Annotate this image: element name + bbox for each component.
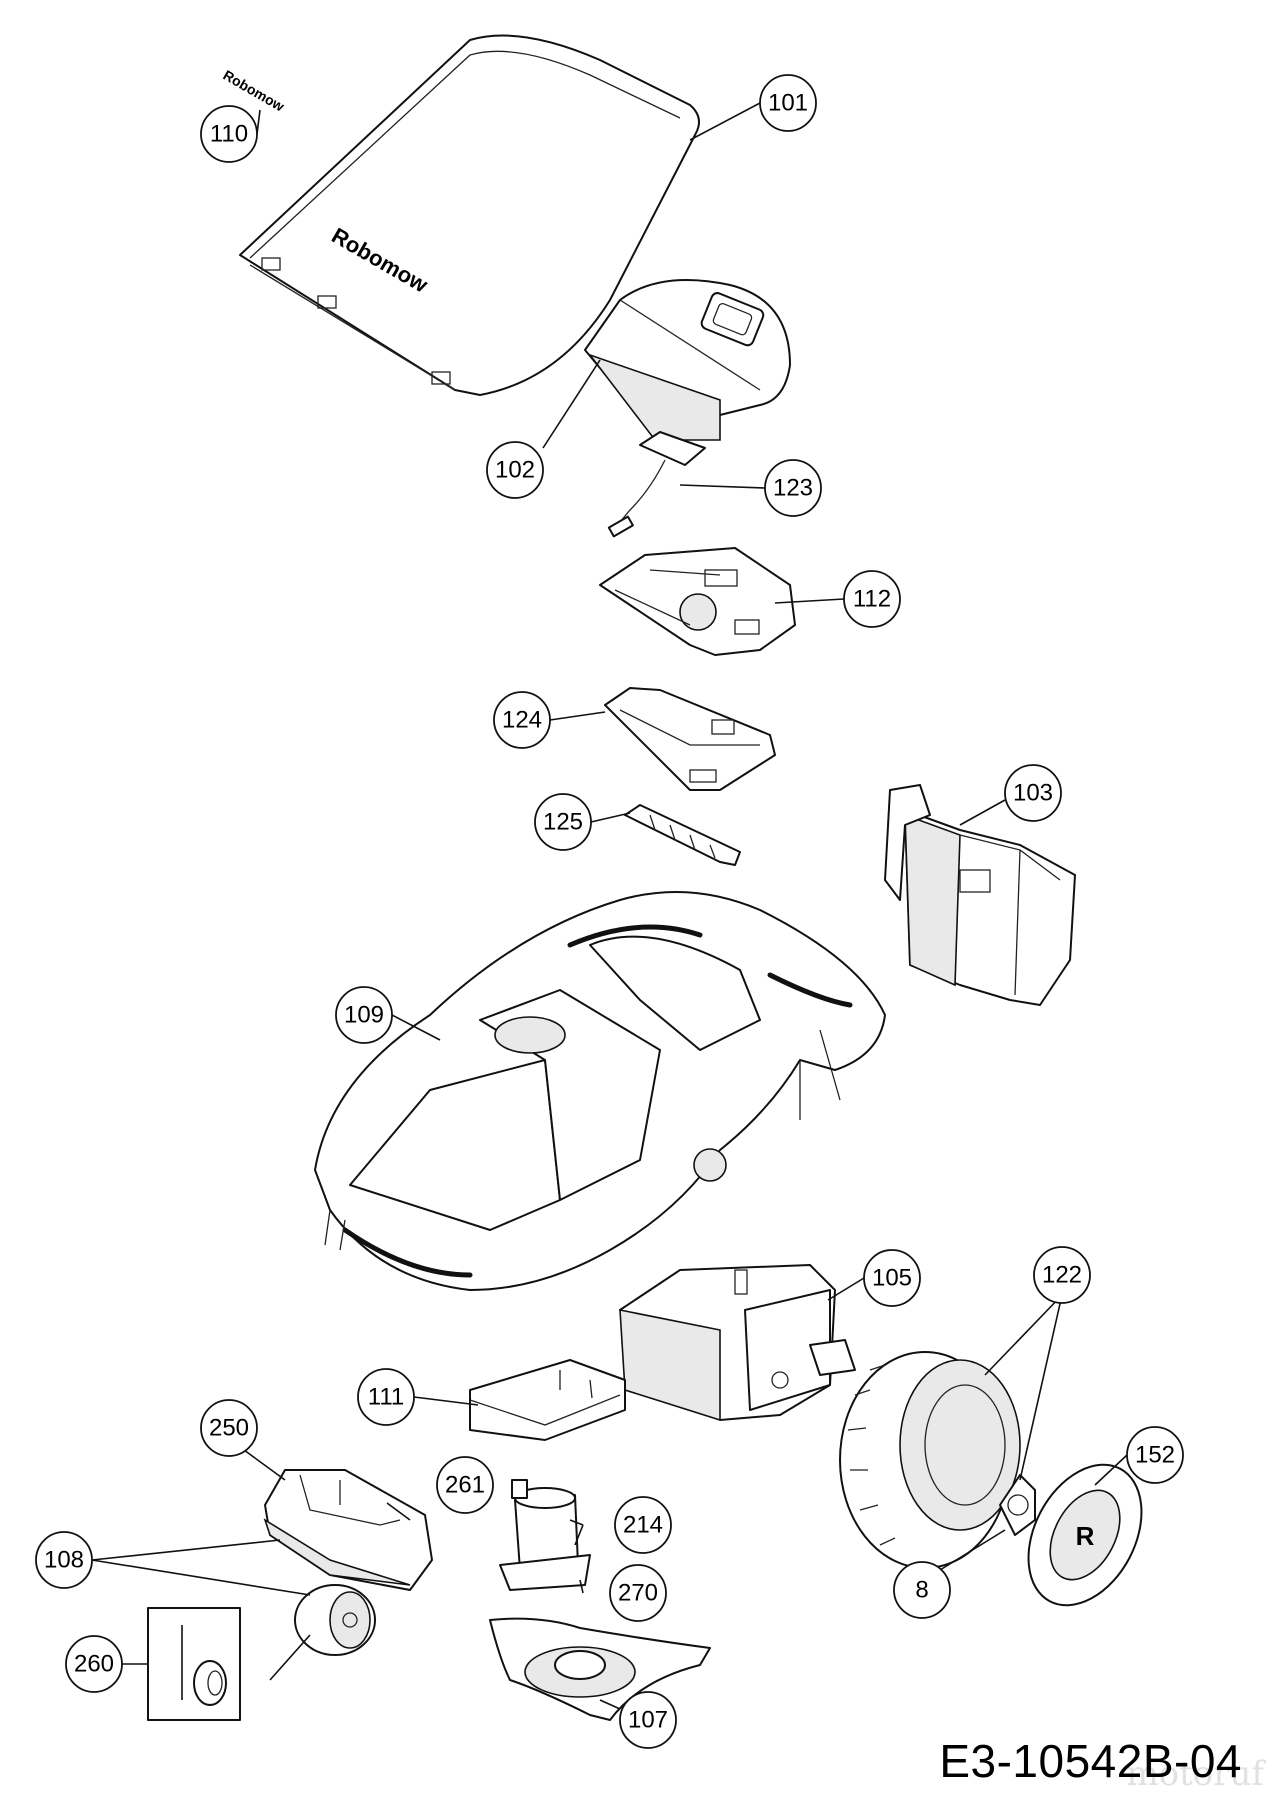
callout-label: 8 (915, 1577, 928, 1604)
part-hub-cap: R (1027, 1463, 1143, 1607)
callout-110: 110 (200, 105, 258, 163)
part-drive-wheel (839, 1351, 1021, 1569)
part-blade-motor (499, 1479, 591, 1591)
callout-label: 260 (74, 1651, 114, 1678)
leader-lines (91, 102, 1128, 1710)
callout-label: 270 (618, 1580, 658, 1607)
callout-270: 270 (609, 1564, 667, 1622)
callout-214: 214 (614, 1496, 672, 1554)
callout-111: 111 (357, 1368, 415, 1426)
callout-101: 101 (759, 74, 817, 132)
callout-123: 123 (764, 459, 822, 517)
callout-109: 109 (335, 986, 393, 1044)
callout-label: 261 (445, 1472, 485, 1499)
watermark: motoruf (1126, 1754, 1264, 1794)
part-caster-wheel (294, 1584, 376, 1656)
drawing-id: E3-10542B-04 (939, 1735, 1242, 1787)
callout-label: 112 (853, 586, 891, 613)
part-circuit-board (599, 547, 796, 656)
callout-label: 123 (773, 475, 813, 502)
callout-152: 152 (1126, 1426, 1184, 1484)
part-control-housing (584, 279, 791, 441)
callout-8: 8 (893, 1561, 951, 1619)
callout-label: 102 (495, 457, 535, 484)
callout-112: 112 (843, 570, 901, 628)
callout-label: 109 (344, 1002, 384, 1029)
part-drive-motor (619, 1264, 856, 1422)
part-blade-disc (489, 1617, 711, 1721)
callout-label: 108 (44, 1547, 84, 1574)
callout-103: 103 (1004, 764, 1062, 822)
callout-105: 105 (863, 1249, 921, 1307)
callout-label: 111 (368, 1384, 404, 1411)
callout-label: 103 (1013, 780, 1053, 807)
callout-122: 122 (1033, 1246, 1091, 1304)
hub-cap-logo-text: R (1076, 1521, 1095, 1551)
callout-124: 124 (493, 691, 551, 749)
part-battery-box (884, 784, 1076, 1006)
callout-label: 125 (543, 809, 583, 836)
part-caster-axle (147, 1607, 241, 1721)
part-ribbon-cable (607, 431, 706, 538)
part-hub-nut (999, 1474, 1036, 1536)
callout-125: 125 (534, 793, 592, 851)
callout-label: 250 (209, 1415, 249, 1442)
callout-102: 102 (486, 441, 544, 499)
callout-label: 110 (210, 121, 248, 148)
callout-label: 101 (768, 90, 808, 117)
part-front-bracket (469, 1359, 626, 1441)
callout-261: 261 (436, 1456, 494, 1514)
callout-label: 152 (1135, 1442, 1175, 1469)
callout-label: 122 (1042, 1262, 1082, 1289)
part-board-tray (604, 687, 776, 791)
callout-label: 107 (628, 1707, 668, 1734)
callout-label: 214 (623, 1512, 663, 1539)
part-bracket (624, 804, 741, 866)
part-caster-assembly (263, 1469, 433, 1591)
callout-108: 108 (35, 1531, 93, 1589)
part-chassis-body (314, 891, 886, 1291)
callout-260: 260 (65, 1635, 123, 1693)
callout-label: 124 (502, 707, 542, 734)
callout-107: 107 (619, 1691, 677, 1749)
callout-250: 250 (200, 1399, 258, 1457)
callout-label: 105 (872, 1265, 912, 1292)
